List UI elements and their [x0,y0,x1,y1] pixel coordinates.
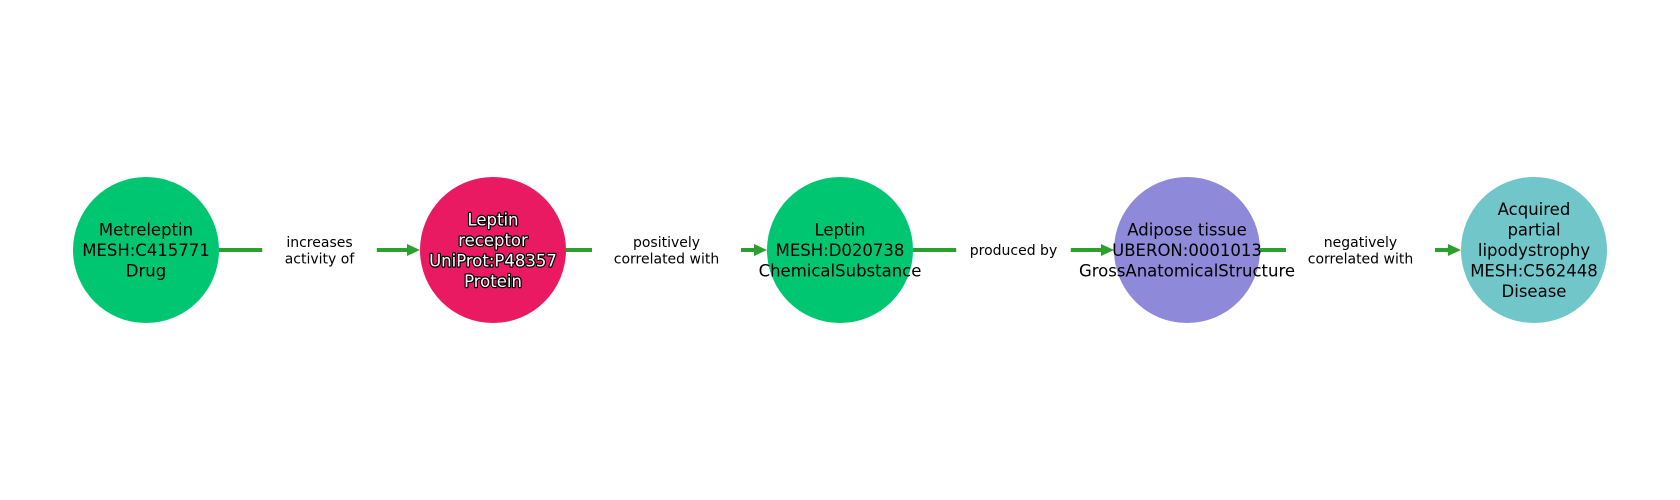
node-circle[interactable] [767,177,913,323]
node-label: Leptin [814,221,865,240]
edge-label: activity of [285,251,356,267]
node-label: receptor [458,231,528,250]
node-circle[interactable] [1461,177,1607,323]
node-label: MESH:C415771 [82,241,210,260]
node-label: MESH:C562448 [1470,262,1598,281]
node-circle[interactable] [420,177,566,323]
edge-label: increases [286,235,352,251]
node-label: Metreleptin [99,221,193,240]
edge-label: positively [633,235,700,251]
edge-label: produced by [970,243,1057,259]
edge-label: correlated with [1308,251,1413,267]
arrowhead-icon [754,244,767,256]
node-label: lipodystrophy [1478,241,1590,260]
node-circle[interactable] [1114,177,1260,323]
node-label: Acquired [1498,200,1571,219]
edge-label: correlated with [614,251,719,267]
arrowhead-icon [1448,244,1461,256]
arrowhead-icon [407,244,420,256]
node-label: Drug [126,262,166,281]
node[interactable]: Adipose tissueUBERON:0001013GrossAnatomi… [1079,177,1295,323]
node-label: Protein [464,272,522,291]
node-label: UBERON:0001013 [1112,241,1262,260]
node-label: ChemicalSubstance [759,262,922,281]
node-label: Disease [1502,282,1567,301]
arrowhead-icon [1101,244,1114,256]
node-label: UniProt:P48357 [429,251,557,270]
node-label: partial [1507,221,1560,240]
node[interactable]: Acquired partiallipodystrophyMESH:C562448… [1461,177,1607,323]
node-label: Leptin [467,210,518,229]
edge: produced by [913,243,1114,259]
node-label: Adipose tissue [1127,221,1246,240]
node-circle[interactable] [73,177,219,323]
edge-label: negatively [1324,235,1397,251]
node-label: MESH:D020738 [776,241,905,260]
node-label: GrossAnatomicalStructure [1079,262,1295,281]
